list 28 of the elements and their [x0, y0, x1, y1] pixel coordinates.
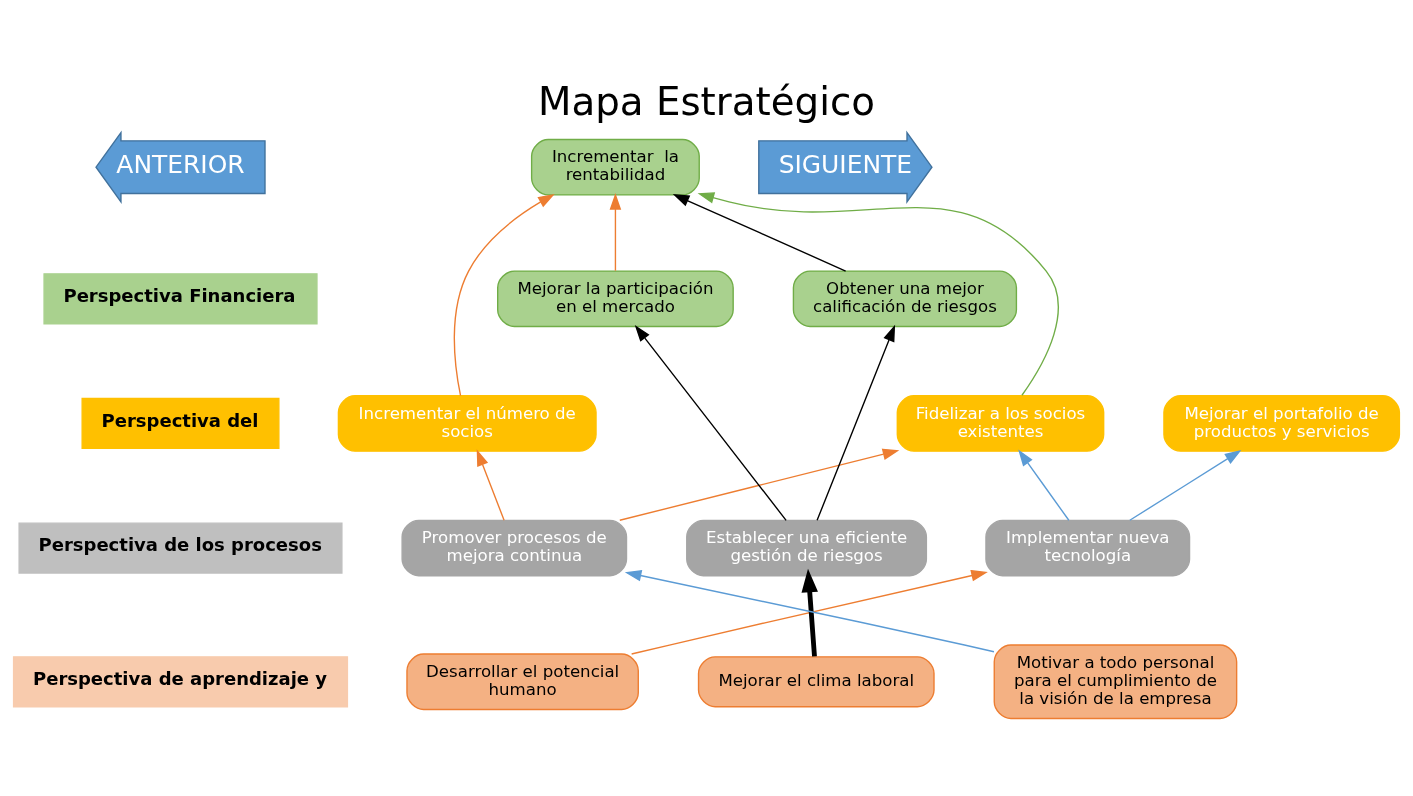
node-box: Perspectiva Financiera: [43, 272, 318, 324]
node-box: Obtener una mejor calificación de riesgos: [792, 269, 1018, 327]
arrow: [672, 193, 847, 272]
arrow: [697, 191, 1059, 396]
node-box: Mejorar el portafolio de productos y servicios: [1163, 394, 1401, 452]
arrow: [619, 448, 900, 521]
node-box: Perspectiva de aprendizaje y: [12, 655, 349, 707]
arrow: [634, 324, 787, 521]
node-box: Desarrollar el potencial humano: [406, 652, 639, 710]
node-box: Motivar a todo personal para el cumplimiento de la visión de la empresa: [993, 643, 1238, 719]
node-box: Promover procesos de mejora continua: [401, 519, 628, 576]
node-box: Mejorar la participación en el mercado: [497, 269, 734, 327]
arrow: [476, 448, 505, 521]
node-box: Implementar nueva tecnología: [985, 519, 1191, 576]
arrow: [801, 568, 818, 657]
node-box: Perspectiva del: [81, 397, 280, 449]
node-box: Perspectiva de los procesos: [18, 521, 343, 574]
diagram-title: Mapa Estratégico: [538, 78, 875, 124]
node-box: Establecer una eficiente gestión de riesgos: [686, 519, 928, 576]
arrow: [609, 192, 622, 271]
arrow: [1129, 449, 1242, 521]
arrow: [453, 193, 555, 396]
node-box: Incrementar la rentabilidad: [530, 138, 700, 196]
arrow: [816, 324, 896, 521]
node-box: Fidelizar a los socios existentes: [896, 394, 1105, 452]
node-box: Mejorar el clima laboral: [697, 655, 935, 707]
node-box: Incrementar el número de socios: [337, 394, 597, 452]
arrow: [1018, 449, 1070, 521]
